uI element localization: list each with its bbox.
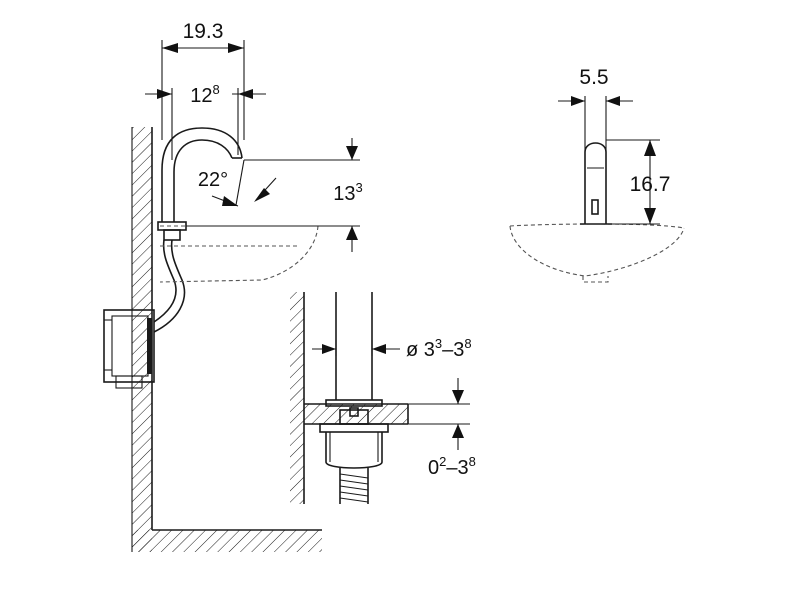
dimension-deck-thickness (408, 378, 470, 450)
reach-inner-label: 128 (190, 82, 219, 107)
reach-outer-label: 19.3 (183, 20, 224, 43)
body-width-label: 5.5 (579, 66, 608, 89)
body-height-label: 16.7 (630, 173, 671, 196)
dimension-reach-outer (161, 40, 245, 140)
tap-spout-side (157, 127, 243, 241)
hole-diameter-label: ø 33–38 (406, 336, 472, 361)
detail-deck (304, 403, 409, 425)
floor-section (132, 529, 322, 552)
dimension-body-height (606, 139, 660, 225)
dimension-reach-inner (145, 88, 266, 160)
dimension-body-width (558, 96, 633, 150)
control-box (103, 309, 155, 389)
deck-thickness-label: 02–38 (428, 454, 476, 479)
connection-hose (153, 239, 186, 333)
detail-hose (339, 468, 369, 504)
dimension-spout-height (186, 138, 360, 252)
detail-tap-body (319, 292, 389, 469)
dimension-angle (211, 159, 277, 207)
spout-height-label: 133 (333, 180, 362, 205)
tap-body-front (580, 142, 612, 225)
washbasin-front (509, 223, 685, 283)
detail-wall (290, 292, 305, 504)
dimension-hole-diameter (312, 340, 400, 356)
washbasin-side (159, 225, 319, 283)
angle-label: 22° (198, 169, 228, 191)
